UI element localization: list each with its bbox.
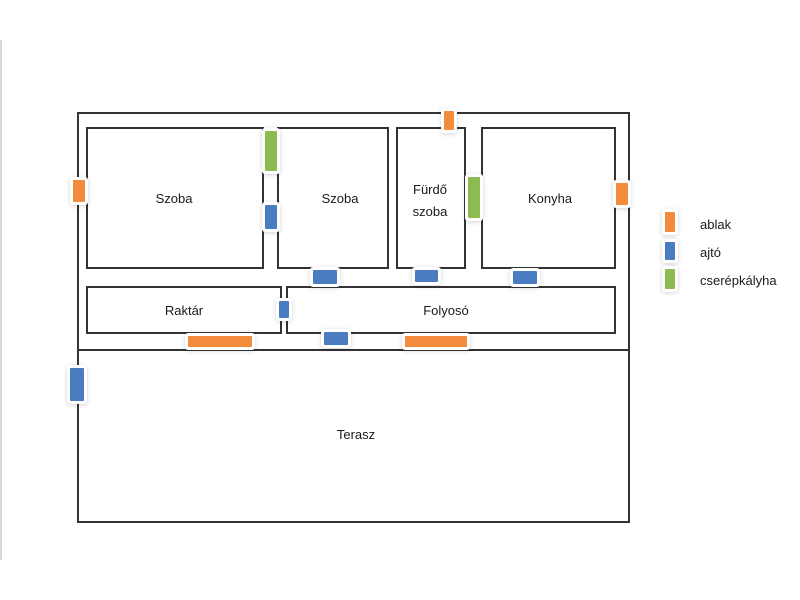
room-label-raktar: Raktár bbox=[164, 303, 204, 318]
room-raktar bbox=[86, 286, 282, 334]
door-marker-terrace-left bbox=[70, 368, 84, 401]
window-marker-top bbox=[444, 111, 454, 130]
stove-marker-szoba bbox=[265, 131, 277, 171]
door-marker-furdo-corridor bbox=[415, 270, 438, 282]
door-marker-raktar-corridor bbox=[279, 301, 289, 318]
legend-stove-swatch bbox=[665, 269, 675, 289]
room-furdoszoba bbox=[396, 127, 466, 269]
room-label-szoba-2: Szoba bbox=[321, 191, 359, 206]
door-marker-terrace bbox=[324, 332, 348, 345]
window-marker-raktar bbox=[188, 336, 252, 347]
legend-door-swatch bbox=[665, 242, 675, 260]
room-label-terasz: Terasz bbox=[336, 427, 376, 442]
legend-window-swatch bbox=[665, 212, 675, 232]
door-marker-szoba bbox=[265, 205, 277, 229]
window-marker-folyoso bbox=[405, 336, 467, 347]
room-label-konyha: Konyha bbox=[527, 191, 573, 206]
legend-door-label: ajtó bbox=[700, 245, 721, 260]
room-konyha bbox=[481, 127, 616, 269]
door-marker-konyha-corridor bbox=[513, 271, 537, 284]
page-edge-line bbox=[0, 40, 2, 560]
legend-window-label: ablak bbox=[700, 217, 732, 232]
stove-marker-furdo bbox=[468, 177, 480, 218]
room-label-folyoso: Folyosó bbox=[423, 303, 469, 318]
room-label-furdo-line1: Fürdő bbox=[413, 182, 447, 197]
door-marker-szoba2-corridor bbox=[313, 270, 337, 284]
legend-stove-label: cserépkályha bbox=[700, 273, 777, 288]
window-marker-left bbox=[73, 180, 85, 202]
room-szoba-2 bbox=[277, 127, 389, 269]
window-marker-right bbox=[616, 183, 628, 205]
room-label-szoba-1: Szoba bbox=[155, 191, 193, 206]
terrace-outline bbox=[77, 349, 630, 523]
room-label-furdo-line2: szoba bbox=[412, 204, 448, 219]
room-szoba-1 bbox=[86, 127, 264, 269]
